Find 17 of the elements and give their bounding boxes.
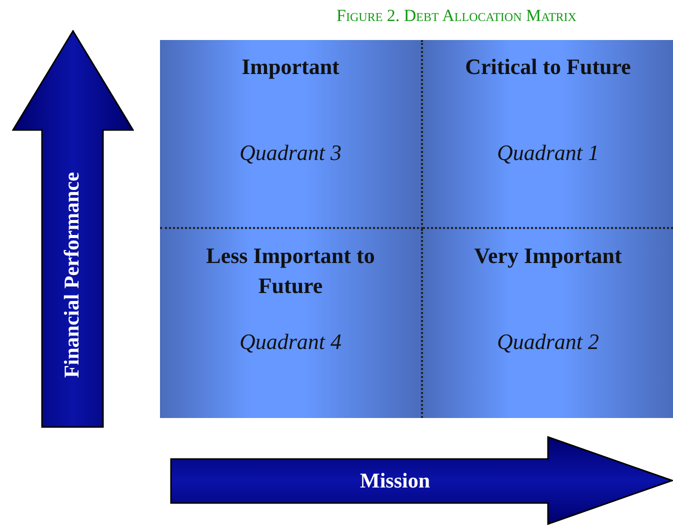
quadrant-heading: Important bbox=[240, 53, 340, 81]
quadrant-heading: Less Important to Future bbox=[205, 242, 376, 300]
quadrant-label: Quadrant 2 bbox=[496, 328, 600, 356]
axis-label: Financial Performance bbox=[60, 172, 84, 378]
quadrant-heading: Very Important bbox=[473, 242, 623, 270]
axis-label: Mission bbox=[360, 468, 430, 494]
matrix-quadrant bbox=[423, 40, 673, 229]
block-arrow bbox=[170, 436, 673, 525]
block-arrow bbox=[12, 30, 134, 428]
quadrant-label: Quadrant 4 bbox=[238, 328, 343, 356]
matrix-quadrant bbox=[160, 40, 423, 229]
figure-title: Figure 2. Debt Allocation Matrix bbox=[336, 6, 578, 26]
matrix-quadrant bbox=[160, 229, 423, 418]
quadrant-label: Quadrant 1 bbox=[496, 139, 600, 167]
quadrant-label: Quadrant 3 bbox=[238, 139, 343, 167]
matrix-quadrant bbox=[423, 229, 673, 418]
quadrant-heading: Critical to Future bbox=[464, 53, 632, 81]
